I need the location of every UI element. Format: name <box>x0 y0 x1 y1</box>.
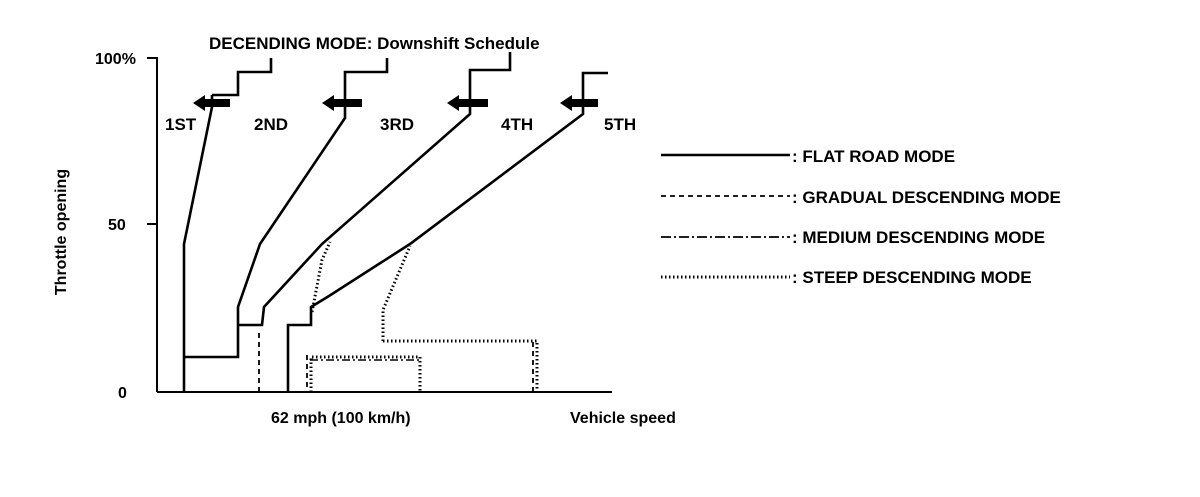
downshift-arrows <box>193 95 598 111</box>
downshift-arrow-icon <box>560 95 598 111</box>
downshift-arrow-icon <box>447 95 488 111</box>
y-tick-label-50: 50 <box>108 217 126 234</box>
steep-mode-lines <box>309 241 539 392</box>
y-axis-label: Throttle opening <box>53 169 70 295</box>
downshift-arrow-icon <box>322 95 362 111</box>
flat-road-mode-lines <box>182 52 608 392</box>
gear-label-1st: 1ST <box>165 115 197 134</box>
y-tick-label-100: 100% <box>95 51 136 68</box>
legend: : FLAT ROAD MODE : GRADUAL DESCENDING MO… <box>661 147 1061 287</box>
legend-label-steep: : STEEP DESCENDING MODE <box>792 268 1032 287</box>
x-axis-label: Vehicle speed <box>570 410 676 427</box>
downshift-arrow-icon <box>193 95 230 111</box>
diagram-title: DECENDING MODE: Downshift Schedule <box>209 34 540 53</box>
legend-label-gradual: : GRADUAL DESCENDING MODE <box>792 188 1061 207</box>
gear-label-4th: 4TH <box>501 115 533 134</box>
gear-label-5th: 5TH <box>604 115 636 134</box>
legend-label-flat-road: : FLAT ROAD MODE <box>792 147 955 166</box>
y-tick-label-0: 0 <box>118 385 127 402</box>
gradual-mode-lines <box>258 333 534 392</box>
x-axis-marker-label: 62 mph (100 km/h) <box>271 410 411 427</box>
gear-label-2nd: 2ND <box>254 115 288 134</box>
gear-label-3rd: 3RD <box>380 115 414 134</box>
legend-label-medium: : MEDIUM DESCENDING MODE <box>792 228 1045 247</box>
